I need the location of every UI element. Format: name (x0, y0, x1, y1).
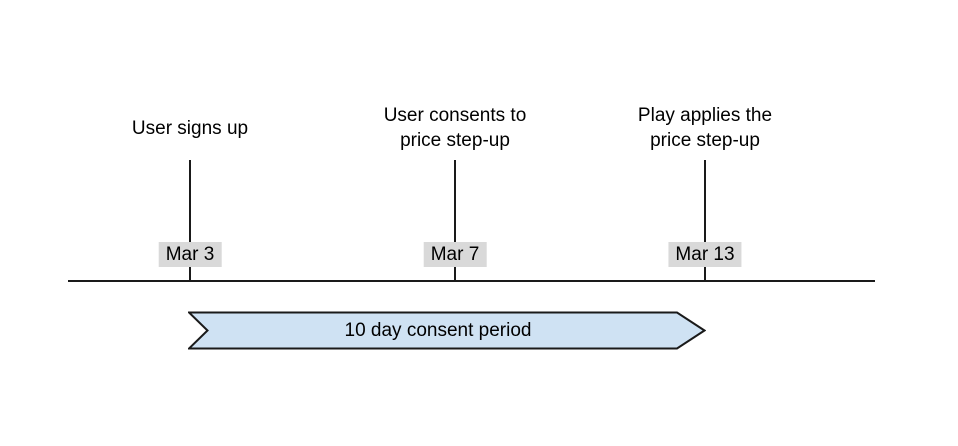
consent-period-label: 10 day consent period (344, 319, 532, 341)
event-date-badge: Mar 7 (423, 242, 487, 267)
event-tick-line (704, 160, 706, 281)
event-label: User signs up (131, 117, 249, 139)
timeline-axis-line (68, 280, 875, 282)
event-date-badge: Mar 3 (158, 242, 222, 267)
event-tick-line (454, 160, 456, 281)
ribbon-arrow-shape (188, 311, 706, 350)
event-tick-line (189, 160, 191, 281)
consent-period-ribbon: 10 day consent period (188, 311, 706, 350)
event-label: Play applies the price step-up (637, 105, 773, 151)
event-date-badge: Mar 13 (668, 242, 742, 267)
ribbon-arrow-polygon (188, 311, 706, 350)
event-label: User consents to price step-up (383, 105, 527, 151)
